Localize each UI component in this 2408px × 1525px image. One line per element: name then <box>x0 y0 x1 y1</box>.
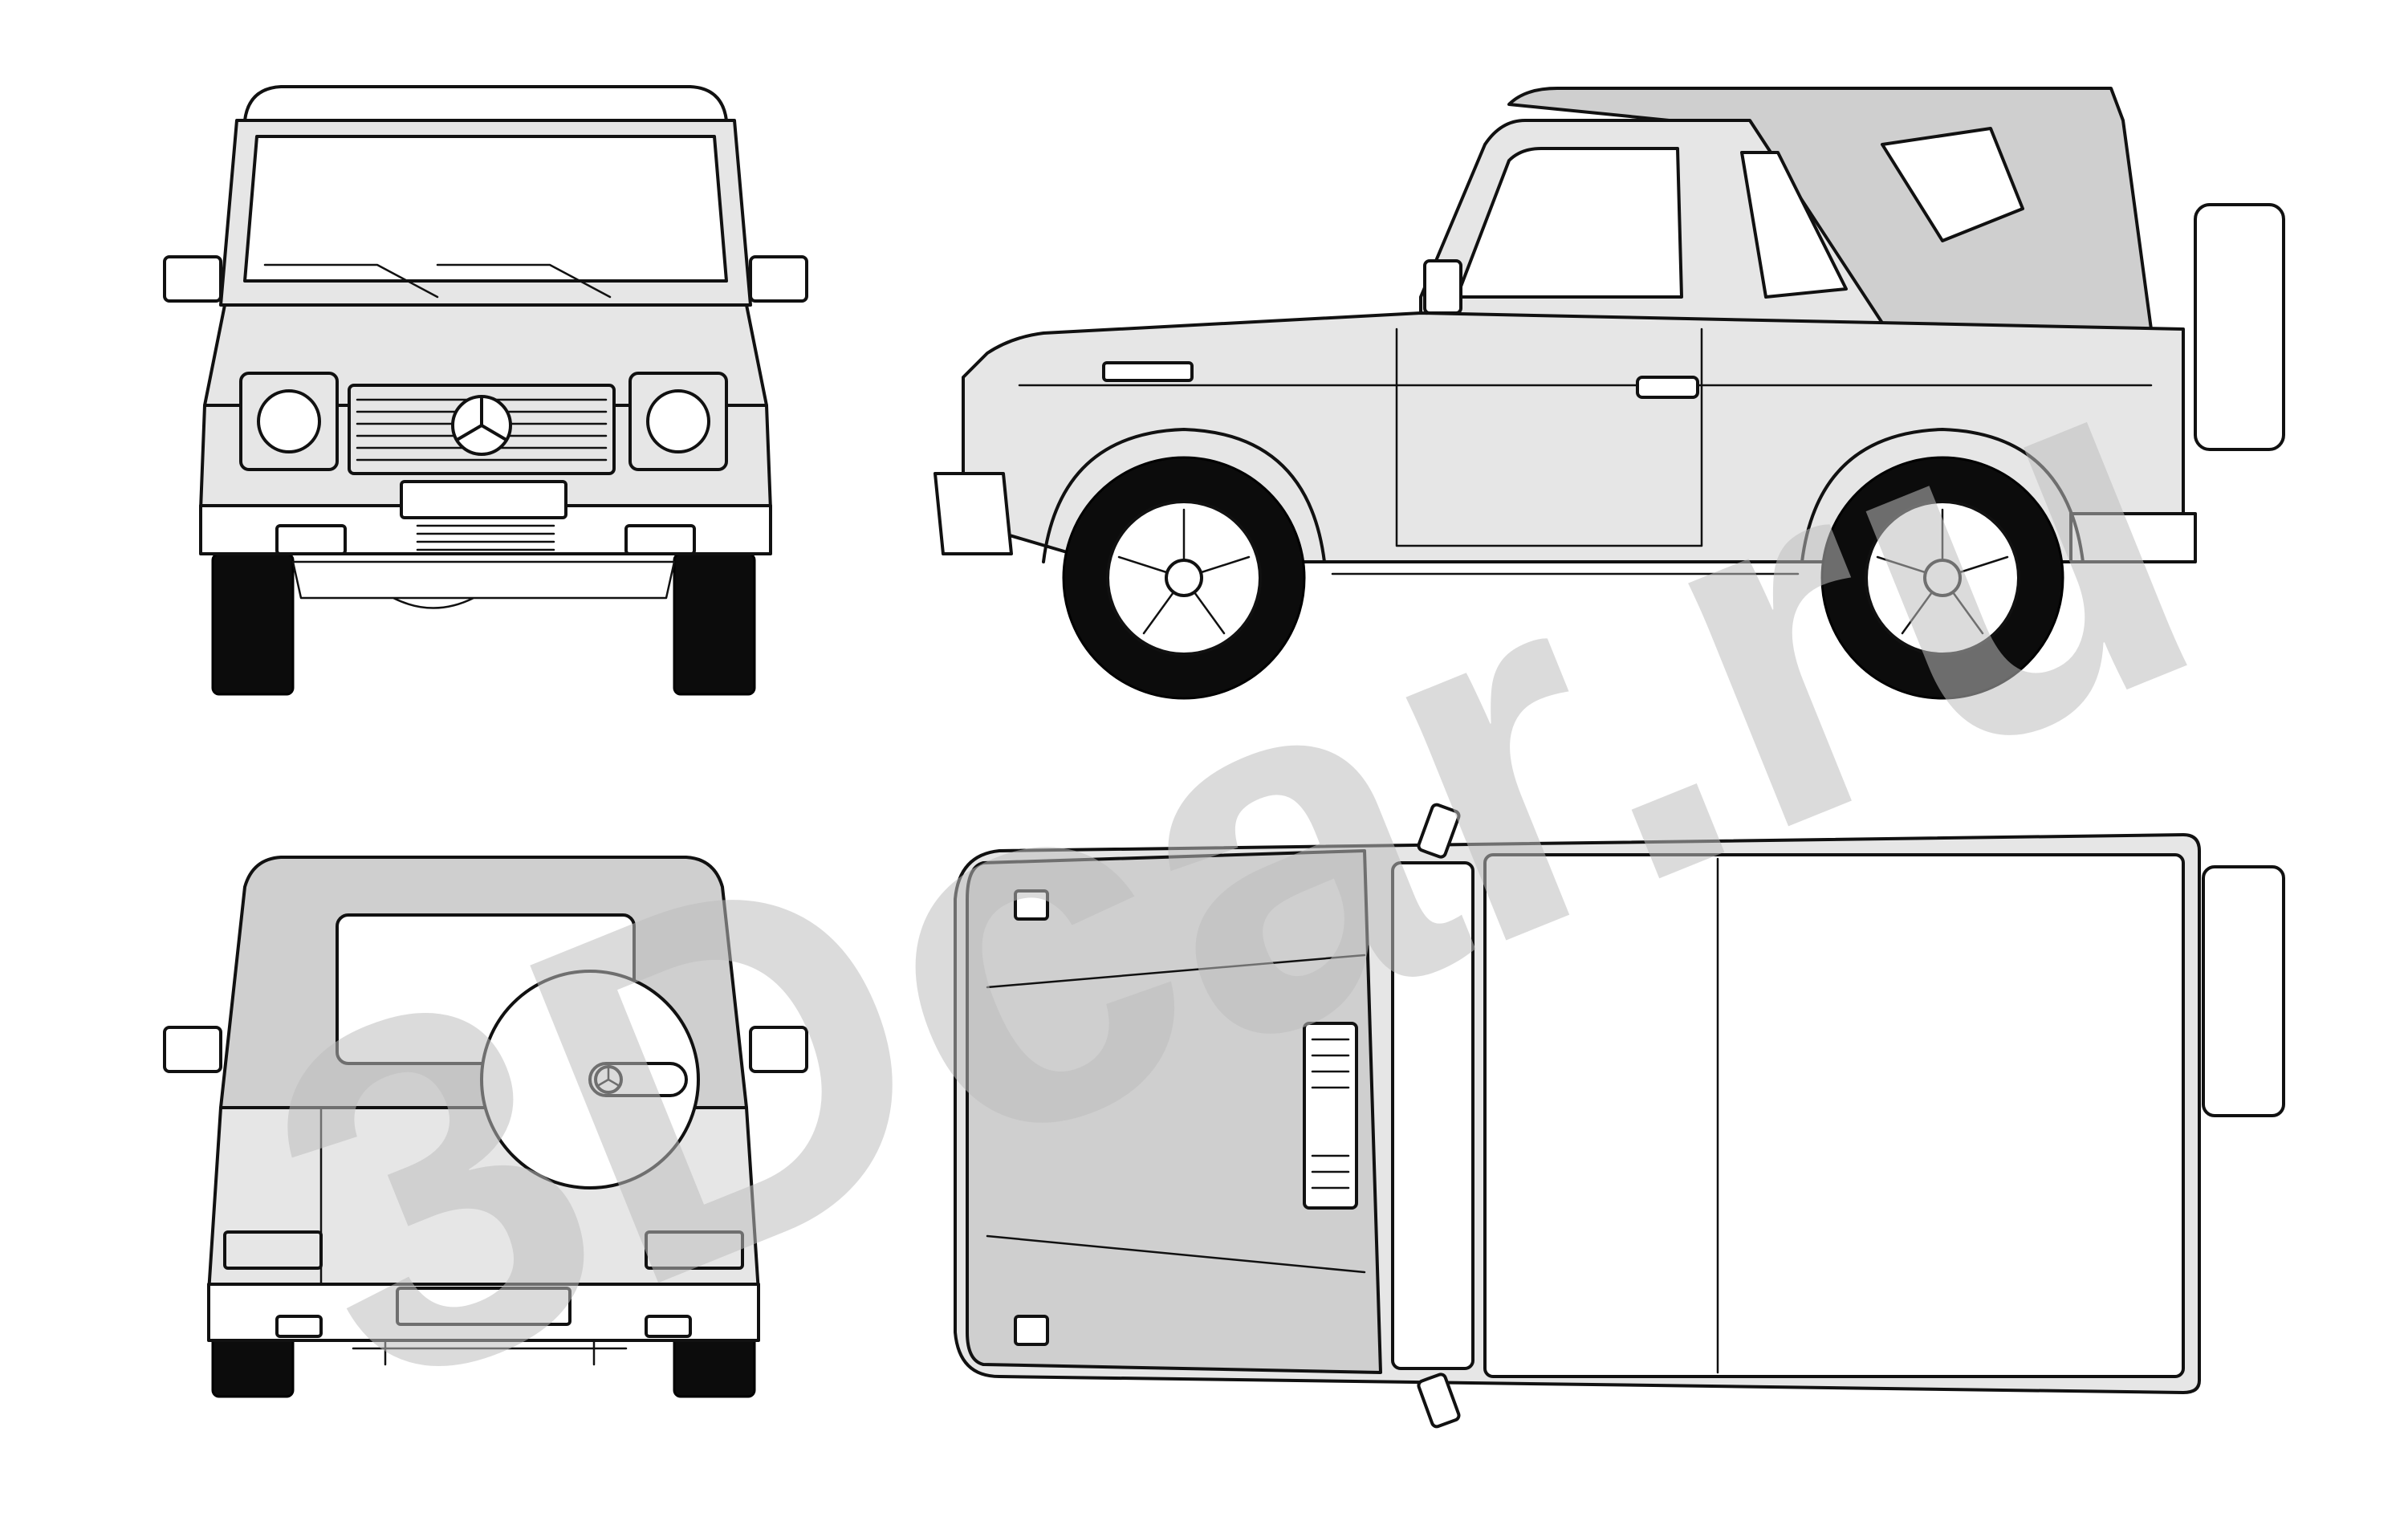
side-front-wheel-arch <box>1042 428 1326 563</box>
top-soft-top <box>1483 853 2185 1378</box>
side-view <box>934 87 2285 700</box>
license-plate-rear <box>396 1287 571 1326</box>
side-indicator <box>1102 361 1194 382</box>
top-headlight-right <box>1014 1315 1049 1346</box>
side-rear-wheel-arch <box>1800 428 2085 563</box>
rear-mirror-left <box>163 1026 222 1073</box>
side-rear-bumper <box>2069 512 2197 563</box>
rear-star-icon <box>597 1067 620 1087</box>
side-front-rim-spokes <box>1117 508 1251 635</box>
top-hood-vent <box>1303 1022 1358 1210</box>
top-hood-crease-upper <box>986 954 1366 989</box>
front-undercarriage <box>291 560 676 609</box>
top-spare-wheel <box>2202 865 2285 1117</box>
top-hood-crease-lower <box>986 1234 1366 1274</box>
top-view <box>954 803 2285 1429</box>
side-front-hub <box>1165 559 1203 597</box>
front-view <box>163 85 808 696</box>
mirror-left <box>163 255 222 303</box>
side-front-bumper <box>934 472 1013 555</box>
front-soft-top <box>243 85 728 122</box>
front-bumper-vents <box>416 524 555 551</box>
headlight-left <box>257 389 321 453</box>
front-left-tire <box>211 552 295 696</box>
fog-light-right <box>624 524 696 555</box>
rear-tail-light-right <box>645 1230 744 1270</box>
license-plate-front <box>400 480 567 519</box>
top-mirror-left <box>1417 803 1461 859</box>
top-mirror-right <box>1417 1372 1461 1429</box>
wiper-left <box>263 263 439 299</box>
top-headlight-left <box>1014 889 1049 921</box>
side-rear-window <box>1881 127 2024 242</box>
door-handle <box>1636 376 1699 399</box>
rear-tow-bar <box>352 1339 628 1366</box>
side-door-window <box>1455 147 1683 299</box>
mirror-right <box>749 255 808 303</box>
side-rear-hub <box>1923 559 1962 597</box>
front-right-tire <box>673 552 756 696</box>
side-spare-wheel <box>2194 203 2285 451</box>
side-quarter-window <box>1740 151 1848 299</box>
side-mirror <box>1423 259 1462 315</box>
rear-reflector-right <box>645 1315 692 1338</box>
side-rear-rim-spokes <box>1876 508 2009 635</box>
top-hood <box>966 849 1382 1374</box>
wiper-right <box>436 263 612 299</box>
front-windshield <box>243 135 728 283</box>
rear-reflector-left <box>275 1315 323 1338</box>
top-hood-vent-slats <box>1311 1038 1350 1190</box>
rear-tail-light-left <box>223 1230 323 1270</box>
rear-mirror-right <box>749 1026 808 1073</box>
side-door-outline <box>1395 327 1703 547</box>
star-icon <box>457 397 506 441</box>
fog-light-left <box>275 524 347 555</box>
headlight-right <box>646 389 710 453</box>
top-windshield <box>1391 861 1474 1370</box>
rear-view <box>163 856 808 1398</box>
